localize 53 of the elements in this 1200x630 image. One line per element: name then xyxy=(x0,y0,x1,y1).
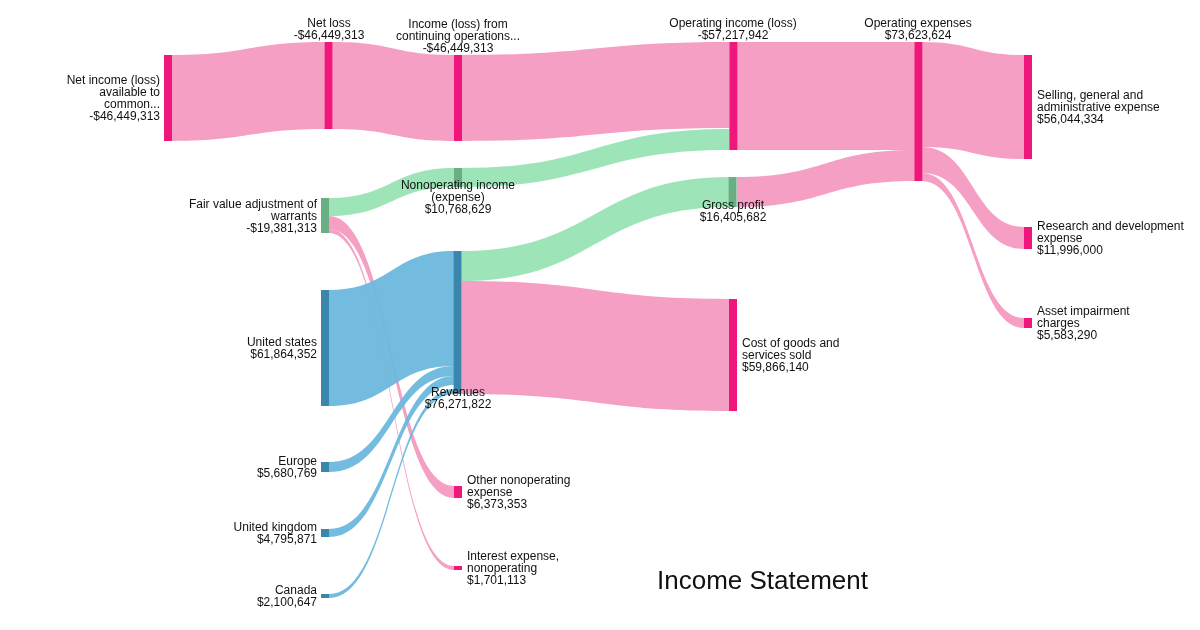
node-label: Operating income (loss) xyxy=(669,17,797,29)
value-label: $73,623,624 xyxy=(884,29,952,41)
node-label: Other nonoperating expense xyxy=(467,474,572,498)
value-label: $59,866,140 xyxy=(742,361,810,373)
node-label: Selling, general and administrative expense xyxy=(1037,89,1161,113)
value-label: -$19,381,313 xyxy=(245,221,317,234)
flow-band xyxy=(329,389,454,598)
node-label: Operating expenses xyxy=(864,17,972,29)
flow-band xyxy=(462,42,729,141)
flow-band xyxy=(329,366,454,472)
flow-band xyxy=(172,42,325,141)
value-label: $1,701,113 xyxy=(467,574,527,586)
node-label: Gross profit xyxy=(702,199,765,211)
chart-title: Income Statement xyxy=(657,565,868,596)
value-label: $6,373,353 xyxy=(467,498,529,510)
node-label: Income (loss) from continuing operations... xyxy=(394,18,522,42)
node-label: Interest expense, nonoperating xyxy=(467,550,561,574)
value-label: $16,405,682 xyxy=(699,211,767,223)
flow-band xyxy=(329,168,454,216)
node-label: Europe xyxy=(277,455,317,467)
value-label: $5,583,290 xyxy=(1037,329,1099,341)
value-label: $56,044,334 xyxy=(1037,113,1105,125)
flow-band xyxy=(333,42,454,141)
node-label: Canada xyxy=(273,584,317,596)
value-label: -$46,449,313 xyxy=(88,110,160,122)
flow-band xyxy=(329,376,454,537)
node-label: Net loss xyxy=(306,17,352,29)
flow-band xyxy=(462,177,729,281)
flow-band xyxy=(462,281,729,411)
node-label: United kingdom xyxy=(233,521,317,533)
node-label: Fair value adjustment of warrants xyxy=(187,197,317,222)
value-label: $11,996,000 xyxy=(1037,244,1104,256)
flow-band xyxy=(922,173,1024,328)
value-label: -$57,217,942 xyxy=(697,29,769,41)
node-label: Research and development expense xyxy=(1037,220,1185,244)
node-label: Net income (loss) available to common... xyxy=(65,74,160,110)
value-label: $2,100,647 xyxy=(256,596,317,608)
value-label: $4,795,871 xyxy=(255,533,317,545)
node-label: United states xyxy=(246,336,317,348)
flow-band xyxy=(737,42,914,150)
value-label: $5,680,769 xyxy=(256,467,317,479)
value-label: $61,864,352 xyxy=(249,348,317,360)
flow-band xyxy=(737,150,914,207)
value-label: -$46,449,313 xyxy=(293,29,365,41)
flow-band xyxy=(462,129,729,187)
flow-band xyxy=(329,251,454,406)
flow-band xyxy=(922,42,1024,159)
node-label: Nonoperating income (expense) xyxy=(399,179,517,203)
node-label: Cost of goods and services sold xyxy=(742,337,841,361)
value-label: -$46,449,313 xyxy=(422,42,494,54)
node-label: Asset impairment charges xyxy=(1037,305,1131,329)
flow-band xyxy=(922,147,1024,249)
value-label: $10,768,629 xyxy=(423,203,493,215)
